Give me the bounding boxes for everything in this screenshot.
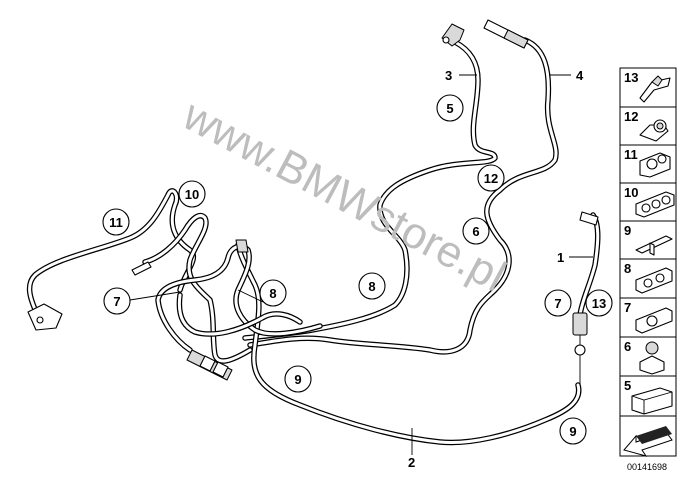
document-number: 00141698 xyxy=(627,462,667,472)
callout-1: 1 xyxy=(557,250,564,265)
clip-6-icon xyxy=(639,341,665,375)
panel-row-11: 11 xyxy=(619,144,677,184)
panel-row-7: 7 xyxy=(619,297,677,338)
svg-text:11: 11 xyxy=(109,215,123,230)
callout-circle-12: 12 xyxy=(477,164,505,192)
clip-10-icon xyxy=(635,191,675,218)
svg-text:5: 5 xyxy=(624,378,631,393)
clip-9-icon xyxy=(635,235,673,256)
circled-callouts: 5 12 6 10 11 7 8 8 9 7 13 9 xyxy=(102,94,613,445)
clip-5-icon xyxy=(631,387,673,415)
plug-connector-left xyxy=(27,303,63,331)
panel-row-10: 10 xyxy=(619,182,677,222)
callout-circle-9-left: 9 xyxy=(284,365,312,393)
clip-7-icon xyxy=(635,307,673,334)
clip-12-icon xyxy=(639,119,669,142)
hose-lines xyxy=(26,37,601,446)
callout-circle-11: 11 xyxy=(102,208,130,236)
svg-text:12: 12 xyxy=(484,171,498,186)
hose-end-fitting-1 xyxy=(579,211,599,226)
valve-fitting xyxy=(186,349,233,381)
small-nipple xyxy=(131,261,152,276)
svg-text:6: 6 xyxy=(624,339,631,354)
svg-text:5: 5 xyxy=(446,101,453,116)
panel-row-arrow xyxy=(619,415,677,457)
svg-text:9: 9 xyxy=(294,372,301,387)
svg-text:12: 12 xyxy=(624,109,638,124)
clip-8-icon xyxy=(635,267,673,294)
svg-text:13: 13 xyxy=(624,70,638,85)
hose-end-fitting-4 xyxy=(483,19,529,49)
hose-connector xyxy=(235,239,249,253)
svg-text:7: 7 xyxy=(624,300,631,315)
svg-text:11: 11 xyxy=(624,147,638,162)
callout-2: 2 xyxy=(408,455,415,470)
hose-end-fitting-3 xyxy=(441,23,465,47)
callout-circle-7-right: 7 xyxy=(544,289,572,317)
leader-lines xyxy=(129,74,593,455)
callout-circle-8-center: 8 xyxy=(358,272,386,300)
svg-text:10: 10 xyxy=(624,185,638,200)
clip-11-icon xyxy=(639,152,671,178)
svg-text:7: 7 xyxy=(554,296,561,311)
panel-row-8: 8 xyxy=(619,258,677,299)
svg-text:6: 6 xyxy=(472,224,479,239)
watermark: www.BMWstore.pl xyxy=(174,90,513,301)
arrow-icon xyxy=(623,426,673,457)
callout-circle-7-left: 7 xyxy=(103,287,131,315)
svg-text:13: 13 xyxy=(592,296,606,311)
svg-text:9: 9 xyxy=(624,223,631,238)
plain-callouts: 3 4 1 2 xyxy=(408,68,584,470)
panel-row-9: 9 xyxy=(619,220,677,260)
panel-row-6: 6 xyxy=(619,336,677,377)
callout-3: 3 xyxy=(445,68,452,83)
nozzle-connector xyxy=(572,312,588,385)
svg-text:8: 8 xyxy=(624,261,631,276)
callout-circle-5: 5 xyxy=(436,94,464,122)
callout-circle-9-right: 9 xyxy=(559,417,587,445)
svg-text:9: 9 xyxy=(569,424,576,439)
callout-4: 4 xyxy=(576,68,584,83)
svg-text:10: 10 xyxy=(185,187,199,202)
clip-13-icon xyxy=(639,75,671,103)
callout-circle-10: 10 xyxy=(178,180,206,208)
callout-circle-6: 6 xyxy=(462,217,490,245)
svg-text:8: 8 xyxy=(269,286,276,301)
panel-row-12: 12 xyxy=(619,106,677,146)
svg-text:8: 8 xyxy=(368,279,375,294)
side-parts-panel: 13 12 11 10 xyxy=(619,67,677,472)
svg-text:7: 7 xyxy=(113,294,120,309)
callout-circle-8-left: 8 xyxy=(259,279,287,307)
callout-circle-13: 13 xyxy=(585,289,613,317)
